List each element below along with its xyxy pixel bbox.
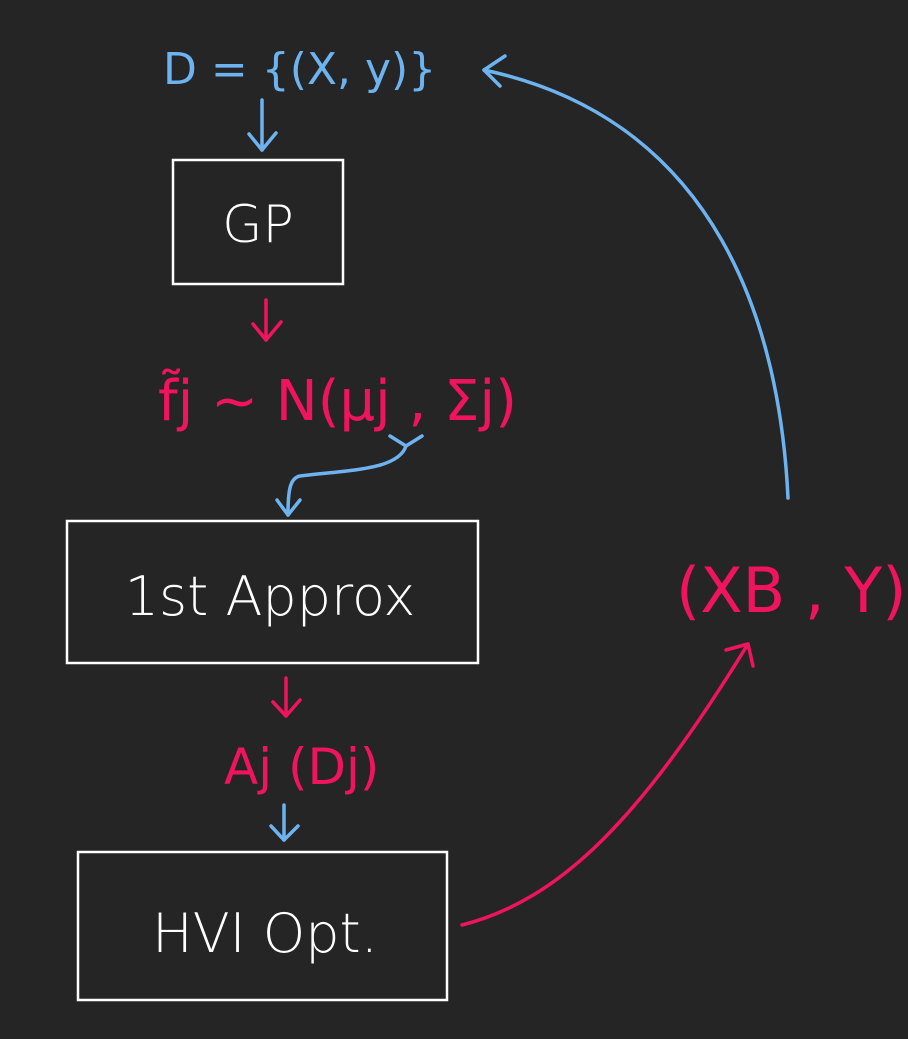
arrow-result-to-dataset xyxy=(482,54,790,500)
hvi-box xyxy=(76,850,449,1002)
hvi-label: HVI Opt. xyxy=(152,902,378,965)
acquisition-label: Aj (Dj) xyxy=(224,738,379,796)
approx-box xyxy=(65,519,480,665)
posterior-label: f̃j ~ N(μj , Σj) xyxy=(158,369,517,434)
arrow-approx-to-acquisition xyxy=(271,676,302,718)
gp-label: GP xyxy=(222,195,294,255)
dataset-label: D = {(X, y)} xyxy=(163,44,436,95)
arrow-gp-to-posterior xyxy=(251,298,283,342)
arrow-acquisition-to-hvi xyxy=(269,803,300,842)
arrow-mean-to-approx xyxy=(275,434,424,517)
approx-label: 1st Approx xyxy=(125,565,416,628)
arrow-hvi-to-result xyxy=(460,642,755,927)
gp-box xyxy=(171,158,345,286)
arrow-dataset-to-gp xyxy=(247,98,278,152)
result-label: (XB , Y) xyxy=(676,554,906,627)
